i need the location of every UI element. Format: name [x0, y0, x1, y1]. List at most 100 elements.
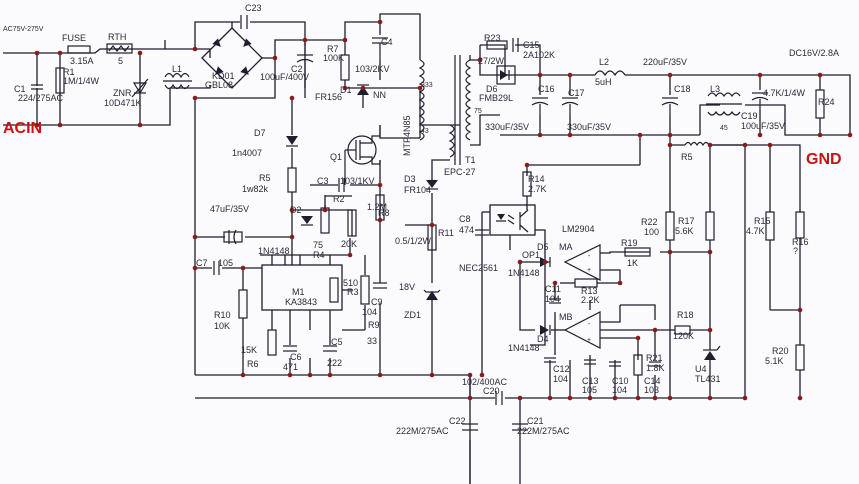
capacitor-c1	[31, 84, 43, 90]
label-c18-value: 220uF/35V	[643, 57, 687, 67]
inductor-l2	[594, 70, 626, 77]
capacitor-c22	[462, 423, 478, 431]
label-c15-value: 2A102K	[523, 50, 555, 60]
resistor-r21	[633, 354, 643, 376]
diode-d7	[286, 136, 298, 147]
label-kbl: KD01	[212, 71, 235, 81]
label-rth-value: 5	[118, 56, 123, 66]
junction-dots	[34, 19, 853, 401]
label-d2: D2	[290, 205, 302, 215]
label-dc-out: DC16V/2.8A	[789, 48, 839, 58]
resistor-r5	[287, 167, 297, 193]
label-r16: R16	[792, 237, 809, 247]
label-r21: R21	[646, 353, 663, 363]
label-q1-part: MTP4N85	[402, 115, 412, 156]
label-c20: C20	[483, 386, 500, 396]
label-c12: C12	[553, 364, 570, 374]
label-l2: L2	[599, 57, 609, 67]
capacitor-c6	[283, 345, 297, 352]
label-znr-value: 10D471K	[104, 98, 142, 108]
capacitor-c19	[751, 92, 769, 110]
resistor-r22	[665, 211, 675, 241]
label-r19: R19	[621, 238, 638, 248]
svg-text:+: +	[587, 267, 591, 274]
label-r5: R5	[259, 173, 271, 183]
capacitor-c17	[561, 97, 579, 115]
varistor-znr	[131, 78, 149, 98]
label-ac-range: AC75V-275V	[3, 26, 44, 33]
label-r7: R7	[327, 44, 339, 54]
label-c4: C4	[381, 37, 393, 47]
label-c10-value: 104	[612, 385, 627, 395]
label-c1-value: 224/275AC	[18, 93, 64, 103]
resistor-r24	[815, 89, 825, 119]
label-d1: D1	[340, 85, 352, 95]
label-r17-value: 5.6K	[675, 226, 694, 236]
label-47uf: 47uF/35V	[210, 204, 249, 214]
label-fuse-value: 3.15A	[70, 56, 94, 66]
label-c1: C1	[14, 84, 26, 94]
label-d5: D5	[537, 242, 549, 252]
label-r13-value: 2.2K	[581, 295, 600, 305]
resistor-r23	[486, 40, 508, 50]
label-c21-value: 222M/275AC	[517, 426, 570, 436]
fuse	[67, 45, 91, 54]
capacitor-c15	[512, 38, 519, 52]
capacitor-c13	[584, 359, 596, 365]
label-c4-value: 103/2KV	[355, 64, 390, 74]
label-winding-mid: 43	[421, 128, 429, 135]
label-winding-sec: 75	[474, 108, 482, 115]
label-c17: C17	[568, 88, 585, 98]
diode-d1	[357, 84, 369, 95]
resistor-r14	[522, 171, 532, 197]
capacitor-c8	[475, 229, 489, 236]
bridge-rectifier-kbl08	[212, 38, 252, 75]
label-c16-value: 330uF/35V	[485, 122, 529, 132]
label-r19-value: 1K	[627, 258, 638, 268]
capacitor-c23	[240, 15, 248, 29]
label-r5-sec: R5	[681, 152, 693, 162]
label-r24: R24	[818, 97, 835, 107]
label-znr: ZNR	[113, 88, 132, 98]
label-r4: R4	[313, 250, 325, 260]
label-gnd: GND	[806, 151, 842, 168]
label-r1-value: 1M/1/4W	[63, 76, 100, 86]
label-c6-value: 471	[283, 362, 298, 372]
label-r18: R18	[677, 310, 694, 320]
capacitor-c12	[544, 357, 556, 363]
label-r20-value: 5.1K	[765, 356, 784, 366]
svg-text:-: -	[588, 321, 591, 328]
label-c9-value: 104	[362, 307, 377, 317]
label-r9-value: 33	[367, 336, 377, 346]
label-rth: RTH	[108, 32, 126, 42]
label-r11-value: 0.5/1/2W	[395, 236, 432, 246]
mosfet-q1	[344, 125, 381, 185]
resistor-r9	[360, 275, 370, 305]
resistor-r20	[795, 344, 805, 371]
zener-zd1	[423, 289, 441, 300]
inductor-l3	[706, 92, 742, 116]
resistor-r15	[765, 211, 775, 241]
label-c7: C7	[196, 258, 208, 268]
label-r2-value: 20K	[341, 239, 357, 249]
label-r14-value: 2.7K	[528, 184, 547, 194]
label-c9: C9	[371, 297, 383, 307]
diode-d2	[301, 216, 313, 226]
label-r21-value: 1.8K	[646, 363, 665, 373]
label-d7: D7	[254, 128, 266, 138]
label-ma: MA	[559, 242, 573, 252]
label-op1: OP1	[522, 250, 540, 260]
label-nec2561: NEC2561	[459, 263, 498, 273]
label-c16: C16	[538, 84, 555, 94]
label-r14: R14	[528, 174, 545, 184]
label-l2-value: 5uH	[595, 77, 612, 87]
label-d6: D6	[486, 84, 498, 94]
label-r23: R23	[484, 33, 501, 43]
label-c23: C23	[245, 3, 262, 13]
capacitor-c3	[338, 178, 345, 192]
label-t1-part: EPC-27	[444, 167, 476, 177]
label-t1: T1	[465, 155, 476, 165]
label-m1-part: KA3843	[285, 297, 317, 307]
